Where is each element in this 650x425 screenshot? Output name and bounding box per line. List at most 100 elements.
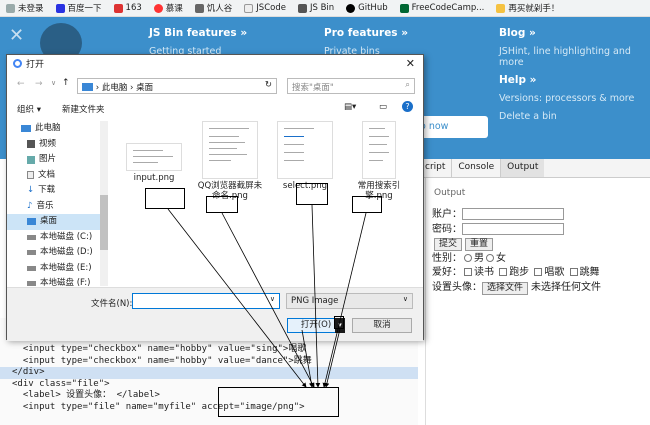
bookmark-item[interactable]: 再买就剁手！ xyxy=(496,2,559,14)
bookmark-item[interactable]: 163 xyxy=(113,3,142,13)
preview-pane-icon[interactable]: ▭ xyxy=(379,102,388,112)
image-thumbnail xyxy=(126,143,182,171)
path-desktop[interactable]: 桌面 xyxy=(136,83,154,93)
password-input[interactable] xyxy=(462,222,564,235)
bookmark-item[interactable]: JSCode xyxy=(244,3,286,13)
sing-checkbox[interactable] xyxy=(534,268,543,276)
tree-label: 音乐 xyxy=(36,200,54,211)
output-form: 账户： 密码： 提交重置 性别：男女 爱好：读书 跑步 唱歌 跳舞 设置头像：选… xyxy=(432,208,601,295)
read-checkbox[interactable] xyxy=(464,268,472,276)
file-name: select.png xyxy=(282,181,328,191)
bookmark-item[interactable]: GitHub xyxy=(346,3,388,13)
annotation-box xyxy=(206,196,238,213)
tree-label: 本地磁盘 (E:) xyxy=(40,262,92,273)
chevron-down-icon[interactable]: ∨ xyxy=(269,295,275,303)
flame-icon xyxy=(153,3,163,13)
run-checkbox[interactable] xyxy=(499,268,508,276)
chevron-down-icon[interactable]: ∨ xyxy=(51,79,57,87)
filetype-value: PNG Image xyxy=(291,296,339,306)
read-label: 读书 xyxy=(474,267,494,278)
help-link[interactable]: Help » xyxy=(499,74,537,86)
code-line: <input type="file" name="myfile" accept=… xyxy=(12,401,305,412)
bookmark-item[interactable]: JS Bin xyxy=(297,3,334,13)
person-icon xyxy=(194,3,204,13)
account-label: 账户： xyxy=(432,209,462,220)
getting-started-link[interactable]: Getting started xyxy=(149,46,222,57)
account-input[interactable] xyxy=(462,208,564,220)
private-bins-link[interactable]: Private bins xyxy=(324,46,380,57)
dialog-titlebar: 打开 ✕ xyxy=(7,55,423,72)
file-item[interactable]: 常用搜索引擎.png xyxy=(347,121,411,201)
video-icon xyxy=(27,140,35,149)
filetype-select[interactable]: PNG Image∨ xyxy=(286,293,413,309)
help-col: Help » Versions: processors & more Delet… xyxy=(499,74,634,122)
close-icon[interactable]: ✕ xyxy=(9,25,25,46)
path-pc[interactable]: 此电脑 xyxy=(101,83,128,93)
netease-icon xyxy=(113,3,123,13)
submit-button[interactable]: 提交 xyxy=(434,238,463,251)
code-line: <input type="checkbox" name="hobby" valu… xyxy=(12,355,312,366)
bookmark-item[interactable]: 慕课 xyxy=(153,2,183,14)
close-icon[interactable]: ✕ xyxy=(405,57,415,70)
tree-item-downloads[interactable]: ↓下载 xyxy=(7,183,107,199)
female-radio[interactable] xyxy=(486,253,494,262)
delete-bin-link[interactable]: Delete a bin xyxy=(499,111,557,122)
code-line: <input type="checkbox" name="hobby" valu… xyxy=(12,344,307,354)
tree-scrollbar[interactable] xyxy=(100,121,108,286)
tree-item-pc[interactable]: 此电脑 xyxy=(7,121,107,137)
help-icon[interactable]: ? xyxy=(402,101,413,112)
user-icon xyxy=(6,3,15,13)
tree-label: 此电脑 xyxy=(35,123,61,133)
back-icon[interactable]: ← xyxy=(17,79,25,89)
search-input[interactable]: 搜索"桌面"⌕ xyxy=(287,78,415,94)
file-item[interactable]: select.png xyxy=(272,121,338,191)
tab-output[interactable]: Output xyxy=(500,159,545,177)
tree-item-music[interactable]: ♪音乐 xyxy=(7,199,107,215)
choose-file-button[interactable]: 选择文件 xyxy=(482,281,529,295)
folder-tree: 此电脑 视频 图片 文档 ↓下载 ♪音乐 桌面 本地磁盘 (C:) 本地磁盘 (… xyxy=(7,121,107,286)
drive-icon xyxy=(27,281,36,286)
new-folder-button[interactable]: 新建文件夹 xyxy=(62,105,105,115)
female-label: 女 xyxy=(496,252,506,264)
chrome-icon xyxy=(13,59,22,68)
versions-link[interactable]: Versions: processors & more xyxy=(499,93,635,104)
tree-item-documents[interactable]: 文档 xyxy=(7,168,107,184)
dance-checkbox[interactable] xyxy=(569,268,578,276)
reset-button[interactable]: 重置 xyxy=(465,238,494,251)
nav-bar: ← → ∨ ↑ › 此电脑 › 桌面 ↻ 搜索"桌面"⌕ xyxy=(7,75,423,97)
blog-link[interactable]: Blog » xyxy=(499,27,536,39)
view-icon[interactable]: ▤▾ xyxy=(344,102,357,112)
cancel-button[interactable]: 取消 xyxy=(352,318,412,333)
tree-item-drive-c[interactable]: 本地磁盘 (C:) xyxy=(7,230,107,246)
output-pane: Output 账户： 密码： 提交重置 性别：男女 爱好：读书 跑步 唱歌 跳舞… xyxy=(425,178,650,425)
male-radio[interactable] xyxy=(464,253,472,262)
picture-icon xyxy=(27,155,35,164)
organize-button[interactable]: 组织 ▾ xyxy=(17,105,41,115)
tree-item-pictures[interactable]: 图片 xyxy=(7,152,107,168)
refresh-icon[interactable]: ↻ xyxy=(264,80,272,90)
address-bar[interactable]: › 此电脑 › 桌面 ↻ xyxy=(77,78,277,94)
bookmark-item[interactable]: FreeCodeCamp... xyxy=(399,3,484,13)
up-icon[interactable]: ↑ xyxy=(62,78,70,88)
features-link[interactable]: JS Bin features » xyxy=(149,27,248,39)
forward-icon[interactable]: → xyxy=(35,79,43,89)
bookmark-item[interactable]: 未登录 xyxy=(6,2,44,14)
bookmark-item[interactable]: 百度一下 xyxy=(55,2,102,14)
tree-item-desktop[interactable]: 桌面 xyxy=(7,214,107,230)
file-item[interactable]: QQ浏览器截屏未命名.png xyxy=(195,121,265,201)
tree-item-videos[interactable]: 视频 xyxy=(7,137,107,153)
gender-label: 性别： xyxy=(432,252,462,264)
pro-features-link[interactable]: Pro features » xyxy=(324,27,408,39)
filename-input[interactable]: ∨ xyxy=(132,293,280,309)
panel-tabs: cript Console Output xyxy=(418,159,650,178)
tree-item-drive-e[interactable]: 本地磁盘 (E:) xyxy=(7,261,107,277)
file-item[interactable]: input.png xyxy=(121,143,187,183)
open-label: 打开(O) xyxy=(300,320,332,330)
tab-console[interactable]: Console xyxy=(451,159,500,177)
bookmark-item[interactable]: 饥人谷 xyxy=(194,2,232,14)
blog-col: Blog » JSHint, line highlighting and mor… xyxy=(499,27,650,68)
login-button[interactable]: o now xyxy=(410,116,488,138)
blog-sub-link[interactable]: JSHint, line highlighting and more xyxy=(499,46,631,68)
tree-item-drive-f[interactable]: 本地磁盘 (F:) xyxy=(7,276,107,286)
tree-item-drive-d[interactable]: 本地磁盘 (D:) xyxy=(7,245,107,261)
